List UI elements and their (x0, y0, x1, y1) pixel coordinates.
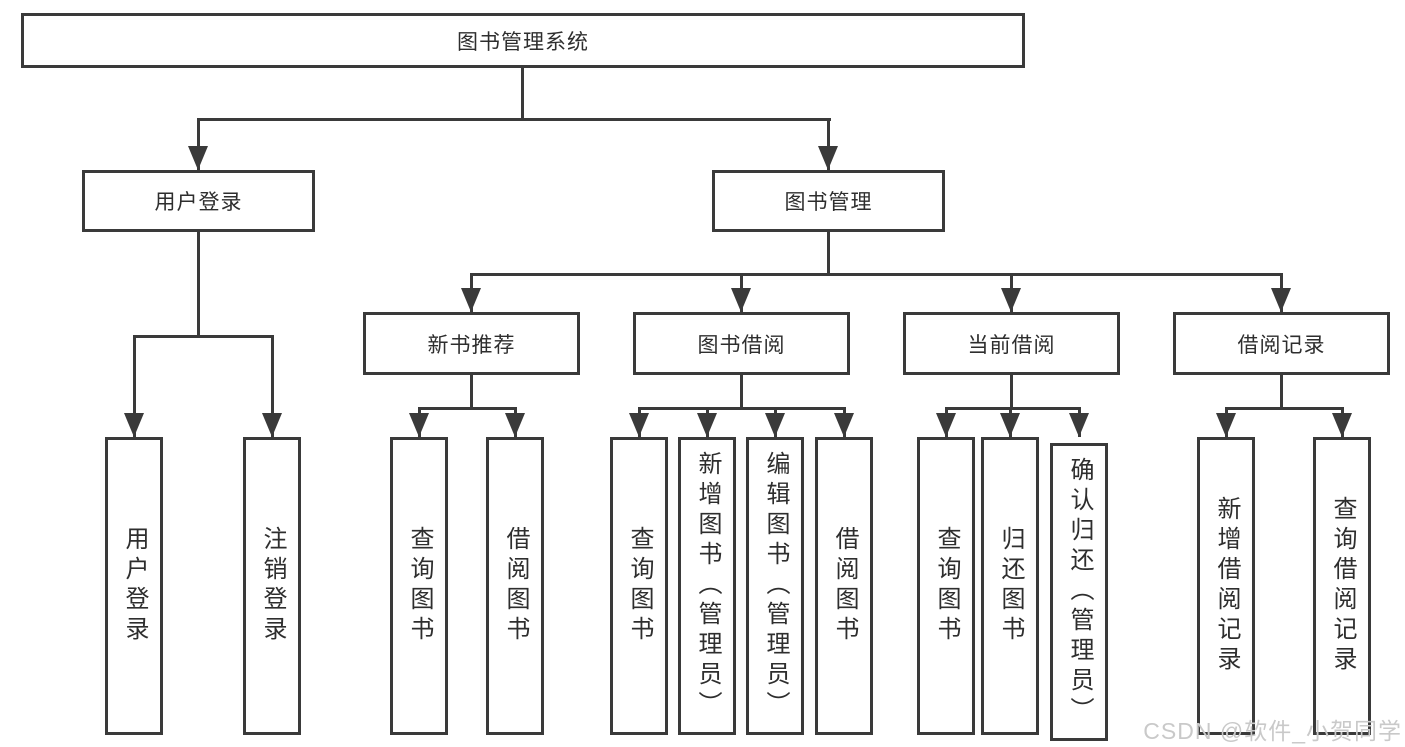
connector-line (133, 335, 274, 338)
connector-line (1280, 375, 1283, 407)
connector-arrowhead-icon (188, 146, 208, 170)
leaf-edit-books-admin: 编辑图书（管理员） (746, 437, 804, 735)
node-borrow-records: 借阅记录 (1173, 312, 1390, 375)
connector-line (1225, 407, 1344, 410)
node-label: 新书推荐 (427, 333, 516, 357)
leaf-confirm-return-admin: 确认归还（管理员） (1050, 443, 1108, 741)
connector-arrowhead-icon (1271, 288, 1291, 312)
leaf-user-login: 用户登录 (105, 437, 163, 735)
connector-arrowhead-icon (818, 146, 838, 170)
connector-line (418, 407, 517, 410)
connector-line (470, 273, 1283, 276)
connector-arrowhead-icon (765, 413, 785, 437)
connector-arrowhead-icon (697, 413, 717, 437)
connector-line (1010, 375, 1013, 407)
connector-line (133, 335, 136, 437)
connector-arrowhead-icon (409, 413, 429, 437)
node-label: 编辑图书（管理员） (762, 451, 789, 721)
node-root: 图书管理系统 (21, 13, 1025, 68)
connector-line (521, 68, 524, 118)
connector-arrowhead-icon (1069, 413, 1089, 437)
connector-arrowhead-icon (731, 288, 751, 312)
node-new-book-recommend: 新书推荐 (363, 312, 580, 375)
node-user-login: 用户登录 (82, 170, 315, 232)
node-label: 新增图书（管理员） (694, 451, 721, 721)
node-label: 确认归还（管理员） (1066, 457, 1093, 727)
connector-line (827, 118, 830, 170)
leaf-query-books: 查询图书 (390, 437, 448, 735)
connector-arrowhead-icon (461, 288, 481, 312)
connector-arrowhead-icon (1216, 413, 1236, 437)
node-current-borrow: 当前借阅 (903, 312, 1120, 375)
connector-line (197, 118, 200, 170)
connector-arrowhead-icon (1000, 413, 1020, 437)
node-label: 注销登录 (259, 526, 286, 646)
leaf-add-borrow-record: 新增借阅记录 (1197, 437, 1255, 735)
node-label: 查询图书 (626, 526, 653, 646)
node-label: 图书管理 (784, 191, 873, 214)
node-label: 图书借阅 (697, 333, 786, 357)
leaf-logout: 注销登录 (243, 437, 301, 735)
node-label: 当前借阅 (967, 333, 1056, 357)
connector-arrowhead-icon (1001, 288, 1021, 312)
connector-arrowhead-icon (834, 413, 854, 437)
leaf-return-books: 归还图书 (981, 437, 1039, 735)
node-book-borrow: 图书借阅 (633, 312, 850, 375)
node-label: 归还图书 (997, 526, 1024, 646)
connector-line (197, 232, 200, 335)
node-label: 借阅记录 (1237, 333, 1326, 357)
leaf-add-books-admin: 新增图书（管理员） (678, 437, 736, 735)
connector-arrowhead-icon (124, 413, 144, 437)
node-label: 用户登录 (121, 526, 148, 646)
leaf-query-books: 查询图书 (610, 437, 668, 735)
connector-arrowhead-icon (262, 413, 282, 437)
leaf-borrow-books: 借阅图书 (486, 437, 544, 735)
node-label: 查询图书 (406, 526, 433, 646)
connector-arrowhead-icon (505, 413, 525, 437)
watermark: CSDN @软件_小贺同学 (1143, 718, 1402, 744)
leaf-query-borrow-record: 查询借阅记录 (1313, 437, 1371, 735)
connector-line (271, 335, 274, 437)
connector-line (638, 407, 846, 410)
connector-line (197, 118, 831, 121)
node-book-management: 图书管理 (712, 170, 945, 232)
connector-arrowhead-icon (1332, 413, 1352, 437)
node-label: 图书管理系统 (457, 30, 589, 54)
leaf-borrow-books: 借阅图书 (815, 437, 873, 735)
connector-arrowhead-icon (936, 413, 956, 437)
connector-line (945, 407, 1081, 410)
node-label: 借阅图书 (502, 526, 529, 646)
node-label: 查询图书 (933, 526, 960, 646)
node-label: 借阅图书 (831, 526, 858, 646)
connector-line (827, 232, 830, 273)
connector-arrowhead-icon (629, 413, 649, 437)
node-label: 新增借阅记录 (1213, 496, 1240, 676)
node-label: 查询借阅记录 (1329, 496, 1356, 676)
leaf-query-books: 查询图书 (917, 437, 975, 735)
connector-line (470, 375, 473, 407)
node-label: 用户登录 (154, 191, 243, 214)
connector-line (740, 375, 743, 407)
